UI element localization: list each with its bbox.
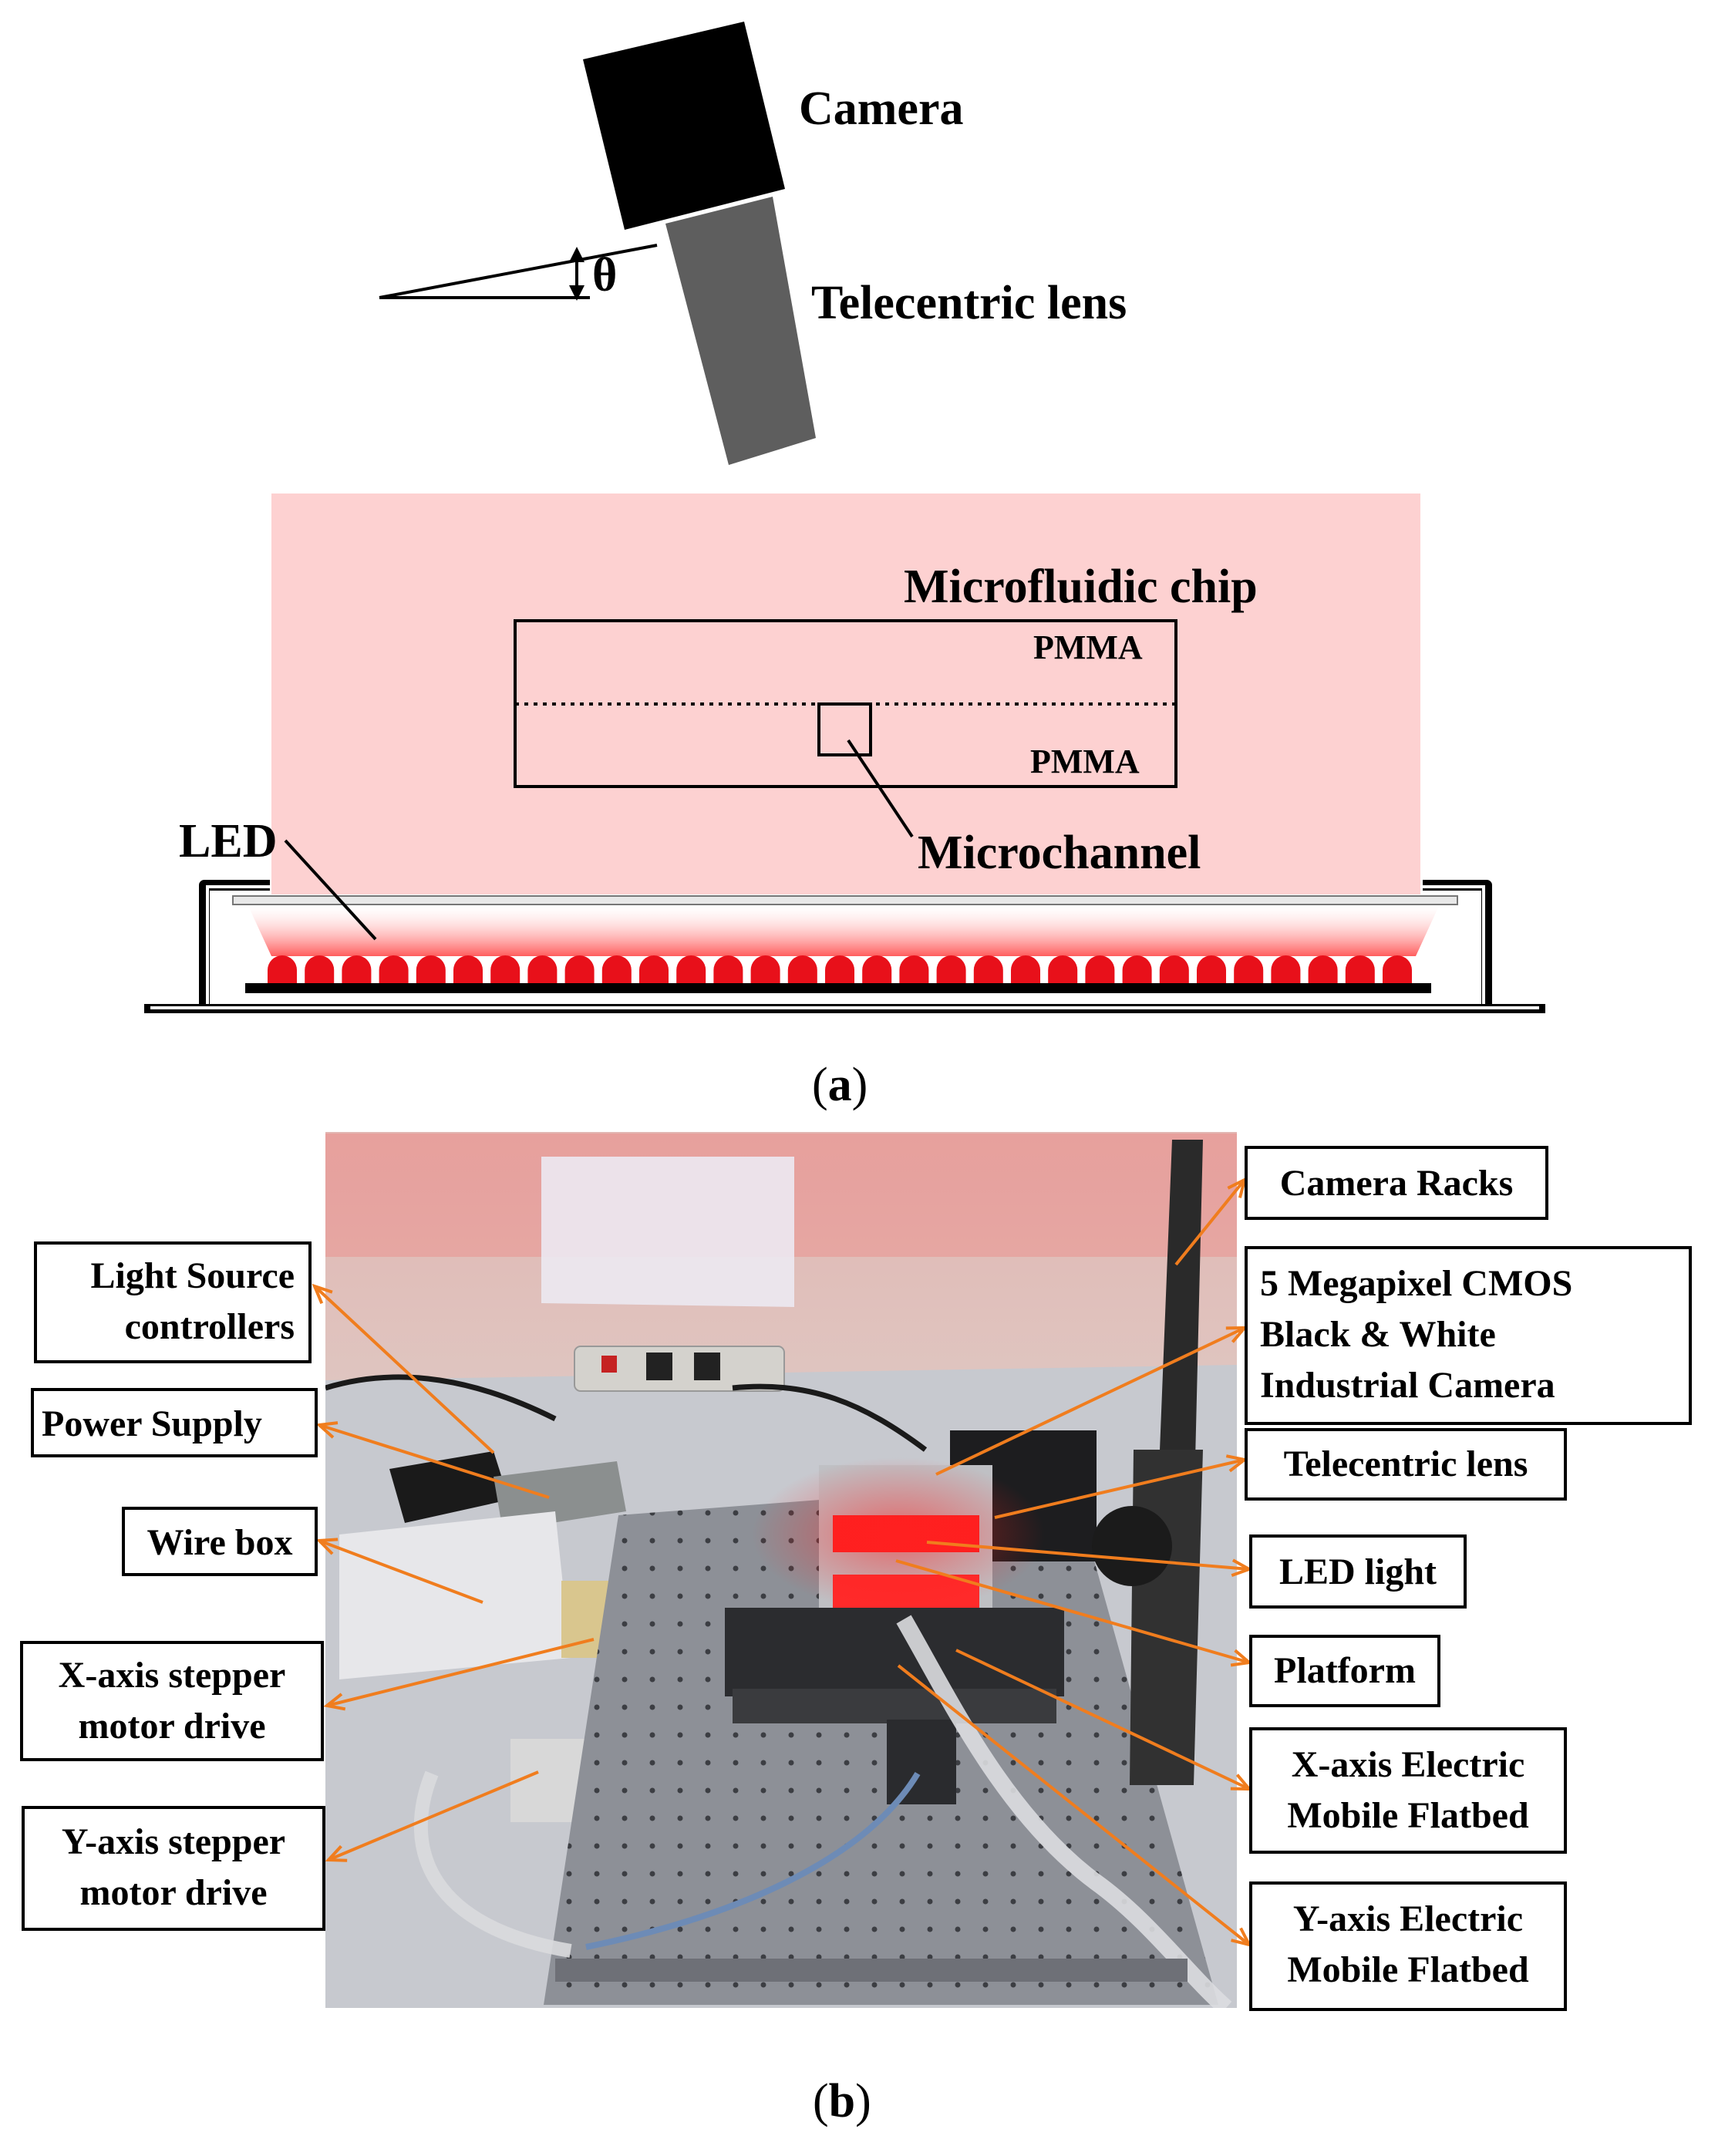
led-bulb xyxy=(750,955,780,984)
label-platform: Platform xyxy=(1249,1635,1440,1707)
led-bulb xyxy=(862,955,892,984)
label-wire-box: Wire box xyxy=(122,1507,318,1576)
y-stepper-arrow xyxy=(328,1770,539,1861)
led-glow xyxy=(248,906,1439,956)
housing-right-wall-inner xyxy=(1423,885,1485,1005)
angle-ray xyxy=(379,244,658,299)
label-light-source-controllers: Light Source controllers xyxy=(34,1241,312,1363)
led-bulb xyxy=(899,955,929,984)
led-label: LED xyxy=(179,815,278,867)
led-light-arrowhead-icon xyxy=(1231,1558,1253,1578)
label-camera-racks: Camera Racks xyxy=(1245,1146,1548,1220)
cmos-camera-arrow xyxy=(935,1326,1245,1476)
led-bulb xyxy=(639,955,669,984)
led-bulb xyxy=(1271,955,1301,984)
label-power-supply: Power Supply xyxy=(31,1388,318,1457)
led-bulb xyxy=(453,955,483,984)
light-source-arrowhead-icon xyxy=(312,1283,333,1305)
x-flatbed-arrowhead-icon xyxy=(1230,1774,1253,1791)
led-bulb xyxy=(305,955,335,984)
led-bulb xyxy=(1345,955,1375,984)
label-telecentric-lens: Telecentric lens xyxy=(1245,1428,1567,1501)
led-bulb xyxy=(825,955,854,984)
label-y-axis-stepper-motor-drive: Y-axis stepper motor drive xyxy=(22,1806,325,1931)
led-leader xyxy=(284,839,377,941)
setup-schematic xyxy=(144,22,1545,1013)
led-bulb xyxy=(268,955,297,984)
y-stepper-arrowhead-icon xyxy=(325,1844,348,1862)
camera-racks-arrow xyxy=(1174,1178,1246,1266)
diffuser-plate xyxy=(232,895,1458,905)
annotation-arrows xyxy=(312,1177,1253,1948)
led-bulb xyxy=(416,955,446,984)
led-light-arrow xyxy=(926,1541,1250,1571)
x-stepper-arrow xyxy=(326,1638,595,1707)
angle-arrow-down-icon xyxy=(569,285,585,301)
led-bulb xyxy=(1383,955,1412,984)
camera-label: Camera xyxy=(799,83,964,135)
housing-left-wall-inner xyxy=(206,885,270,1005)
power-supply-arrow xyxy=(318,1423,550,1499)
power-supply-arrowhead-icon xyxy=(315,1421,339,1439)
led-bulb xyxy=(1159,955,1189,984)
angle-arrow-up-icon xyxy=(569,247,585,262)
led-bulb xyxy=(379,955,409,984)
label-cmos-camera: 5 Megapixel CMOS Black & White Industria… xyxy=(1245,1246,1692,1425)
led-bulb xyxy=(1011,955,1040,984)
led-bulb xyxy=(936,955,966,984)
base-plate-inner xyxy=(150,1006,1539,1009)
camera-body-shape xyxy=(583,22,785,230)
platform-arrowhead-icon xyxy=(1230,1649,1253,1667)
pmma-top-label: PMMA xyxy=(1033,628,1143,666)
label-x-axis-electric-mobile-flatbed: X-axis Electric Mobile Flatbed xyxy=(1249,1727,1567,1854)
telecentric-lens-shape xyxy=(665,197,816,465)
led-bulb xyxy=(1122,955,1152,984)
wire-box-arrow xyxy=(318,1539,483,1604)
chip-label: Microfluidic chip xyxy=(904,561,1258,613)
led-bulb xyxy=(1308,955,1338,984)
led-bulb xyxy=(564,955,595,984)
led-bulb xyxy=(1048,955,1078,984)
angle-label: θ xyxy=(592,249,618,302)
x-stepper-arrowhead-icon xyxy=(323,1693,346,1711)
microchannel-box xyxy=(817,702,872,756)
led-bulb xyxy=(527,955,558,984)
cmos-camera-arrowhead-icon xyxy=(1225,1326,1248,1343)
led-bulb xyxy=(973,955,1003,984)
telecentric-lens-arrow xyxy=(994,1458,1245,1519)
led-bulb xyxy=(1234,955,1264,984)
light-source-arrow xyxy=(313,1285,495,1454)
label-y-axis-electric-mobile-flatbed: Y-axis Electric Mobile Flatbed xyxy=(1249,1881,1567,2011)
microchannel-leader xyxy=(847,739,914,838)
y-flatbed-arrow xyxy=(897,1664,1251,1946)
caption-b: (b) xyxy=(813,2075,871,2127)
led-pcb xyxy=(245,983,1431,993)
wire-box-arrowhead-icon xyxy=(315,1538,339,1555)
lens-label: Telecentric lens xyxy=(811,277,1127,329)
telecentric-lens-arrowhead-icon xyxy=(1225,1454,1248,1473)
caption-a: (a) xyxy=(812,1059,868,1111)
led-bulb xyxy=(342,955,372,984)
led-bulb xyxy=(676,955,706,984)
led-bulb xyxy=(1197,955,1226,984)
pmma-bottom-label: PMMA xyxy=(1030,743,1140,780)
platform-arrow xyxy=(895,1559,1250,1664)
camera-racks-arrowhead-icon xyxy=(1227,1177,1248,1198)
led-bulb xyxy=(713,955,743,984)
led-bulb xyxy=(1085,955,1115,984)
illumination-field xyxy=(271,494,1420,894)
led-bulb xyxy=(787,955,817,984)
label-x-axis-stepper-motor-drive: X-axis stepper motor drive xyxy=(20,1641,324,1761)
led-array xyxy=(268,955,1412,984)
led-bulb xyxy=(490,955,520,984)
label-led-light: LED light xyxy=(1249,1534,1467,1609)
x-flatbed-arrow xyxy=(955,1649,1250,1790)
microchannel-label: Microchannel xyxy=(918,827,1201,879)
y-flatbed-arrowhead-icon xyxy=(1231,1927,1252,1948)
led-bulb xyxy=(601,955,632,984)
